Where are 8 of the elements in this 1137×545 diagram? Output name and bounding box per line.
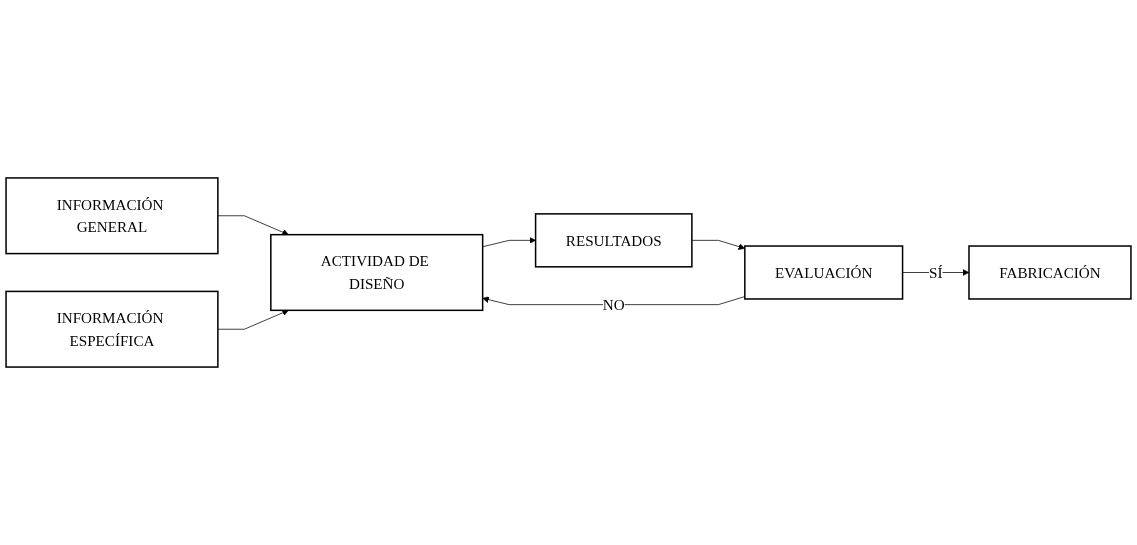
node-box: INFORMACIÓN GENERAL: [5, 177, 219, 255]
node-box: FABRICACIÓN: [968, 245, 1132, 300]
node-box: ACTIVIDAD DE DISEÑO: [270, 233, 484, 312]
node-box: RESULTADOS: [534, 213, 693, 268]
edge-label: SÍ: [929, 264, 943, 281]
node-box: EVALUACIÓN: [744, 245, 904, 300]
edge-label: NO: [602, 296, 625, 313]
node-box: INFORMACIÓN ESPECÍFICA: [5, 290, 219, 368]
